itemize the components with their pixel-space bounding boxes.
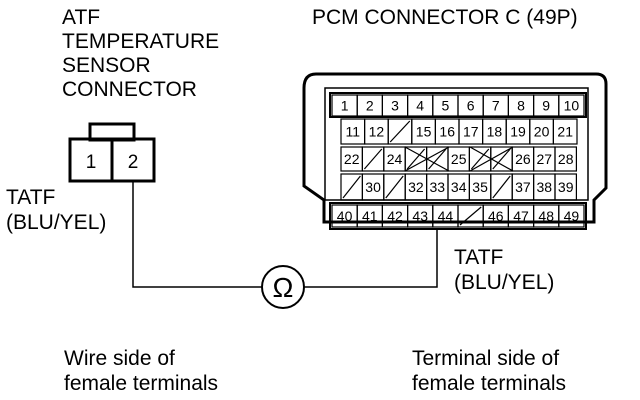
sensor-wire-color: (BLU/YEL) xyxy=(6,211,106,234)
pcm-unused-slash xyxy=(389,120,411,143)
ohm-icon: Ω xyxy=(273,272,294,303)
pcm-terminal-label: 6 xyxy=(467,98,475,114)
pcm-terminal-label: 17 xyxy=(463,124,479,140)
wire-left xyxy=(132,181,262,288)
pcm-terminal-label: 27 xyxy=(537,151,553,167)
pcm-signal-label: TATF xyxy=(454,246,503,269)
pcm-terminal-21 xyxy=(552,118,578,145)
pcm-unused-slash xyxy=(342,175,361,199)
pcm-terminal-label: 30 xyxy=(365,179,381,195)
pcm-terminal-label: 12 xyxy=(369,124,385,140)
pcm-terminal-label: 15 xyxy=(416,124,432,140)
pcm-terminal-label: 38 xyxy=(537,179,553,195)
pcm-terminal-label: 5 xyxy=(442,98,450,114)
pcm-terminal-28 xyxy=(554,146,577,172)
pcm-terminal-label: 48 xyxy=(538,208,554,224)
pcm-terminal-label: 26 xyxy=(515,151,531,167)
ohmmeter: Ω xyxy=(261,265,305,309)
right-caption-line-2: female terminals xyxy=(412,372,566,395)
pcm-terminal-label: 18 xyxy=(487,124,503,140)
pcm-unused-slash xyxy=(406,148,426,170)
wire-right xyxy=(304,228,438,288)
pcm-wire-color: (BLU/YEL) xyxy=(454,271,554,294)
pcm-terminal-label: 34 xyxy=(451,179,467,195)
pcm-terminal-label: 11 xyxy=(346,124,361,140)
pcm-terminal-39 xyxy=(554,173,577,201)
left-caption-line-2: female terminals xyxy=(64,372,218,395)
sensor-connector: 1 2 xyxy=(68,122,156,183)
pcm-terminal-label: 1 xyxy=(341,98,349,114)
pcm-terminal-label: 44 xyxy=(438,208,454,224)
pcm-terminal-label: 46 xyxy=(488,208,504,224)
pcm-unused-slash xyxy=(459,206,482,226)
pcm-terminal-49 xyxy=(558,204,585,228)
sensor-title-line-1: ATF xyxy=(62,6,100,29)
pcm-connector-title: PCM CONNECTOR C (49P) xyxy=(312,6,578,29)
sensor-connector-title: ATF TEMPERATURE SENSOR CONNECTOR xyxy=(62,6,219,101)
left-caption-line-1: Wire side of xyxy=(64,347,175,370)
pcm-terminal-label: 41 xyxy=(362,208,378,224)
pcm-housing-outer xyxy=(302,72,608,224)
pcm-terminal-label: 7 xyxy=(492,98,500,114)
pcm-terminal-label: 35 xyxy=(472,179,488,195)
pcm-terminal-label: 42 xyxy=(387,208,403,224)
pcm-terminal-label: 19 xyxy=(510,124,526,140)
pcm-terminal-label: 43 xyxy=(412,208,428,224)
sensor-pin-2: 2 xyxy=(128,152,139,173)
pcm-terminal-label: 33 xyxy=(430,179,446,195)
pcm-terminal-label: 10 xyxy=(564,98,580,114)
pcm-terminal-label: 3 xyxy=(391,98,399,114)
pcm-row-1-frame xyxy=(329,92,587,118)
pcm-terminal-label: 2 xyxy=(366,98,374,114)
pcm-terminal-label: 25 xyxy=(451,151,467,167)
pcm-terminal-label: 39 xyxy=(558,179,574,195)
pcm-unused-cross xyxy=(404,146,450,172)
pcm-terminal-label: 9 xyxy=(542,98,550,114)
pcm-terminal-10 xyxy=(558,94,585,117)
pcm-unused-slash xyxy=(470,148,490,170)
pcm-unused-slash xyxy=(385,175,404,199)
pcm-terminal-label: 20 xyxy=(534,124,550,140)
pcm-unused-slash xyxy=(492,175,511,199)
pcm-terminal-label: 16 xyxy=(439,124,455,140)
pcm-terminal-label: 28 xyxy=(558,151,574,167)
pcm-row-5-frame xyxy=(329,202,587,230)
right-caption-line-1: Terminal side of xyxy=(412,347,559,370)
sensor-signal-label: TATF xyxy=(6,186,55,209)
sensor-pin-1: 1 xyxy=(86,152,97,173)
pcm-unused-slash xyxy=(428,148,447,170)
sensor-title-line-3: SENSOR xyxy=(62,54,151,77)
pcm-terminal-label: 4 xyxy=(416,98,424,114)
pcm-terminal-label: 24 xyxy=(387,151,403,167)
pcm-terminal-label: 22 xyxy=(344,151,360,167)
pcm-terminal-label: 21 xyxy=(557,124,573,140)
pcm-housing-inner xyxy=(324,87,589,201)
pcm-terminal-label: 32 xyxy=(408,179,424,195)
pcm-terminal-label: 37 xyxy=(515,179,531,195)
pcm-terminal-label: 47 xyxy=(513,208,529,224)
pcm-unused-cross xyxy=(469,146,514,172)
sensor-title-line-2: TEMPERATURE xyxy=(62,30,219,53)
pcm-unused-slash xyxy=(363,148,383,170)
ohmmeter-circle xyxy=(261,265,305,309)
pcm-terminal-label: 49 xyxy=(564,208,580,224)
sensor-title-line-4: CONNECTOR xyxy=(62,78,197,101)
pcm-terminal-label: 40 xyxy=(337,208,353,224)
pcm-unused-slash xyxy=(492,148,511,170)
pcm-terminal-label: 8 xyxy=(517,98,525,114)
